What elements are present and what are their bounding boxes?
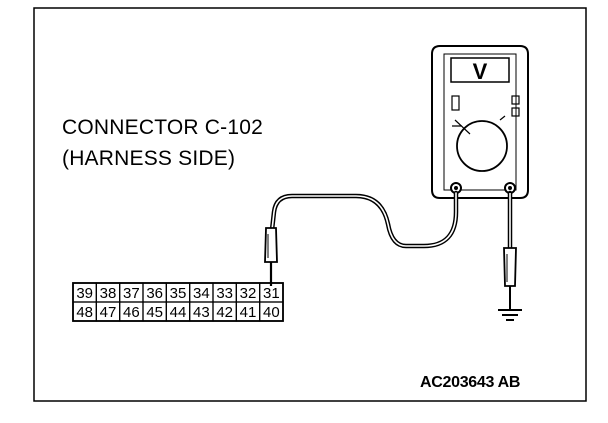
- figure-id: AC203643 AB: [420, 374, 521, 391]
- voltmeter-icon: V: [431, 45, 529, 199]
- connector-pin-number: 36: [146, 285, 163, 302]
- connector-pin-number: 38: [100, 285, 117, 302]
- ground-probe-icon: [503, 247, 517, 310]
- connector-pin-number: 47: [100, 304, 117, 321]
- connector-pin-number: 39: [76, 285, 93, 302]
- connector-pin-number: 35: [170, 285, 187, 302]
- connector-side-label: (HARNESS SIDE): [62, 147, 236, 170]
- connector-pin-number: 41: [240, 304, 257, 321]
- connector-pin-number: 37: [123, 285, 140, 302]
- meter-display: [450, 57, 510, 83]
- connector-pin-number: 33: [216, 285, 233, 302]
- connector-pin-number: 48: [76, 304, 93, 321]
- test-lead-wire: [269, 190, 459, 249]
- test-probe-icon: [264, 227, 278, 286]
- ground-symbol-icon: [498, 309, 522, 321]
- diagram-frame: [33, 7, 587, 402]
- connector-pin-number: 34: [193, 285, 210, 302]
- meter-display-value: V: [473, 59, 488, 84]
- connector-pin-number: 31: [263, 285, 280, 302]
- connector-c102: 39 38 37 36 35 34 33 32 31 48 47 46 45 44 43 42 41 40: [72, 282, 284, 322]
- connector-pin-number: 42: [216, 304, 233, 321]
- connector-pin-number: 46: [123, 304, 140, 321]
- connector-pin-number: 32: [240, 285, 257, 302]
- connector-pin-number: 44: [170, 304, 187, 321]
- connector-pin-number: 45: [146, 304, 163, 321]
- connector-pin-number: 40: [263, 304, 280, 321]
- connector-title: CONNECTOR C-102: [62, 116, 263, 139]
- connector-pin-number: 43: [193, 304, 210, 321]
- connector-pin-cell: [259, 301, 284, 322]
